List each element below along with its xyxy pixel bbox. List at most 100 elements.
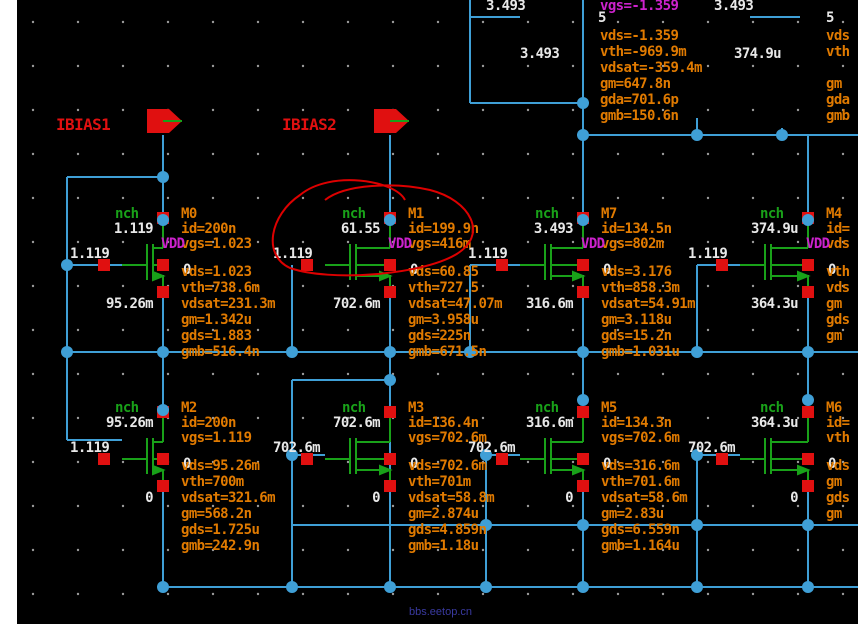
terminal-pin xyxy=(577,480,589,492)
grid-dot xyxy=(841,152,845,156)
grid-dot xyxy=(166,20,170,24)
grid-dot xyxy=(31,196,35,200)
transistor-m7[interactable] xyxy=(520,218,586,292)
grid-dot xyxy=(481,372,485,376)
grid-dot xyxy=(526,196,530,200)
grid-dot xyxy=(76,416,80,420)
grid-dot xyxy=(121,240,125,244)
grid-dot xyxy=(121,20,125,24)
grid-dot xyxy=(571,372,575,376)
grid-dot xyxy=(751,416,755,420)
transistor-m2[interactable] xyxy=(122,412,166,486)
grid-dot xyxy=(76,240,80,244)
junction-node xyxy=(384,214,396,226)
grid-dot xyxy=(121,548,125,552)
top-voltage-1: 3.493 xyxy=(486,0,525,14)
junction-node xyxy=(384,374,396,386)
grid-dot xyxy=(211,108,215,112)
grid-dot xyxy=(751,504,755,508)
source-voltage: 0 xyxy=(790,490,798,506)
grid-dot xyxy=(31,548,35,552)
grid-dot xyxy=(751,328,755,332)
terminal-pin xyxy=(577,286,589,298)
grid-dot xyxy=(211,328,215,332)
grid-dot xyxy=(706,460,710,464)
top-params: vds=-1.359 vth=-969.9m vdsat=-359.4m gm=… xyxy=(600,28,850,124)
grid-dot xyxy=(301,152,305,156)
annotation-circle xyxy=(271,179,474,277)
grid-dot xyxy=(166,592,170,596)
grid-dot xyxy=(76,372,80,376)
grid-dot xyxy=(661,416,665,420)
param: gds=1.725u xyxy=(181,522,259,538)
grid-dot xyxy=(256,372,260,376)
grid-dot xyxy=(706,548,710,552)
junction-node xyxy=(802,581,814,593)
grid-dot xyxy=(301,416,305,420)
grid-dot xyxy=(571,328,575,332)
grid-dots xyxy=(31,20,845,596)
junction-node xyxy=(384,346,396,358)
drain-voltage: 1.119 xyxy=(114,221,153,237)
grid-dot xyxy=(31,592,35,596)
grid-dot xyxy=(166,328,170,332)
transistor-m4[interactable] xyxy=(740,218,811,292)
schematic[interactable]: IBIAS1 IBIAS2 3.493 3.493 vgs=-1.359 5 5… xyxy=(17,0,858,624)
grid-dot xyxy=(706,152,710,156)
grid-dot xyxy=(706,372,710,376)
grid-dot xyxy=(436,108,440,112)
terminal-pin xyxy=(496,453,508,465)
grid-dot xyxy=(661,372,665,376)
grid-dot xyxy=(706,416,710,420)
grid-dot xyxy=(76,460,80,464)
schematic-canvas[interactable]: IBIAS1 IBIAS2 3.493 3.493 vgs=-1.359 5 5… xyxy=(17,0,858,624)
param: gds=225n xyxy=(408,328,471,344)
junction-node xyxy=(691,519,703,531)
gate-voltage: 1.119 xyxy=(468,246,507,262)
grid-dot xyxy=(76,20,80,24)
param: vgs=416m xyxy=(408,236,471,252)
pin-ibias1[interactable] xyxy=(147,109,182,133)
grid-dot xyxy=(301,64,305,68)
transistor-m0[interactable] xyxy=(122,218,166,292)
param: vgs=702.6m xyxy=(601,430,679,446)
param: gm=647.8n xyxy=(600,76,671,92)
bulk-node: 0 xyxy=(828,456,836,472)
grid-dot xyxy=(256,548,260,552)
grid-dot xyxy=(661,328,665,332)
top-left-voltage: 3.493 xyxy=(520,46,559,62)
grid-dot xyxy=(256,108,260,112)
grid-dot xyxy=(796,460,800,464)
param: gmb=1.031u xyxy=(601,344,679,360)
junction-node xyxy=(464,346,476,358)
terminal-pin xyxy=(802,480,814,492)
pin-ibias2[interactable] xyxy=(374,109,409,133)
grid-dot xyxy=(841,196,845,200)
terminal-pin xyxy=(577,406,589,418)
grid-dot xyxy=(391,504,395,508)
grid-dot xyxy=(706,108,710,112)
grid-dot xyxy=(391,64,395,68)
watermark: bbs.eetop.cn xyxy=(409,606,472,618)
junction-node xyxy=(480,449,492,461)
grid-dot xyxy=(346,196,350,200)
param: gm=2.874u xyxy=(408,506,479,522)
grid-dot xyxy=(391,240,395,244)
grid-dot xyxy=(841,108,845,112)
grid-dot xyxy=(436,372,440,376)
grid-dot xyxy=(31,20,35,24)
grid-dot xyxy=(841,548,845,552)
param: vth=-969.9m xyxy=(600,44,686,60)
junction-node xyxy=(61,259,73,271)
grid-dot xyxy=(571,64,575,68)
grid-dot xyxy=(751,240,755,244)
vdd-tag: VDD xyxy=(161,236,185,252)
param: id=199.9n xyxy=(408,221,479,237)
source-voltage: 364.3u xyxy=(751,296,798,312)
grid-dot xyxy=(616,152,620,156)
drain-voltage: 95.26m xyxy=(106,415,153,431)
drain-voltage: 61.55 xyxy=(341,221,380,237)
grid-dot xyxy=(616,504,620,508)
transistor-m6[interactable] xyxy=(740,412,811,486)
param: vdsat=321.6m xyxy=(181,490,275,506)
